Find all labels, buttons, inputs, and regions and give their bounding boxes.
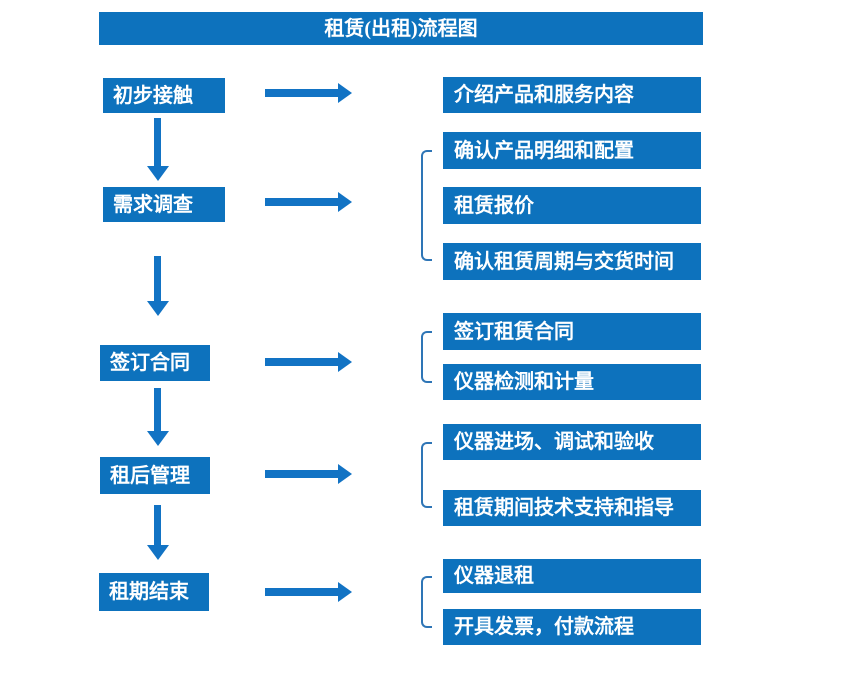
bracket-group-3 bbox=[421, 331, 432, 383]
output-box-2-2: 租赁报价 bbox=[443, 187, 701, 224]
arrow-head-icon bbox=[338, 352, 352, 372]
arrow-shaft bbox=[265, 588, 339, 596]
arrow-head-icon bbox=[338, 464, 352, 484]
arrow-head-icon bbox=[147, 545, 169, 560]
down-arrow-4 bbox=[147, 505, 169, 560]
arrow-head-icon bbox=[338, 582, 352, 602]
step-box-2: 需求调查 bbox=[103, 187, 225, 222]
arrow-shaft bbox=[154, 505, 161, 546]
step-box-3: 签订合同 bbox=[100, 345, 210, 381]
arrow-head-icon bbox=[147, 166, 169, 181]
down-arrow-1 bbox=[147, 118, 169, 181]
output-box-2-3: 确认租赁周期与交货时间 bbox=[443, 243, 701, 280]
right-arrow-2 bbox=[265, 192, 352, 212]
step-box-5: 租期结束 bbox=[99, 573, 209, 611]
step-box-1: 初步接触 bbox=[103, 78, 225, 113]
output-box-3-1: 签订租赁合同 bbox=[443, 313, 701, 350]
right-arrow-3 bbox=[265, 352, 352, 372]
bracket-group-5 bbox=[421, 576, 432, 628]
output-box-2-1: 确认产品明细和配置 bbox=[443, 132, 701, 169]
down-arrow-3 bbox=[147, 388, 169, 446]
arrow-shaft bbox=[265, 198, 339, 206]
arrow-head-icon bbox=[338, 192, 352, 212]
bracket-group-4 bbox=[421, 442, 432, 508]
arrow-head-icon bbox=[147, 431, 169, 446]
step-box-4: 租后管理 bbox=[100, 457, 210, 494]
arrow-head-icon bbox=[147, 301, 169, 316]
down-arrow-2 bbox=[147, 256, 169, 316]
arrow-head-icon bbox=[338, 83, 352, 103]
output-box-4-2: 租赁期间技术支持和指导 bbox=[443, 490, 701, 526]
arrow-shaft bbox=[154, 256, 161, 302]
output-box-5-2: 开具发票，付款流程 bbox=[443, 609, 701, 645]
arrow-shaft bbox=[265, 358, 339, 366]
arrow-shaft bbox=[265, 89, 339, 97]
arrow-shaft bbox=[265, 470, 339, 478]
output-box-4-1: 仪器进场、调试和验收 bbox=[443, 424, 701, 460]
arrow-shaft bbox=[154, 118, 161, 167]
arrow-shaft bbox=[154, 388, 161, 432]
right-arrow-4 bbox=[265, 464, 352, 484]
right-arrow-1 bbox=[265, 83, 352, 103]
output-box-1-1: 介绍产品和服务内容 bbox=[443, 77, 701, 113]
right-arrow-5 bbox=[265, 582, 352, 602]
output-box-5-1: 仪器退租 bbox=[443, 559, 701, 593]
bracket-group-2 bbox=[421, 150, 432, 261]
output-box-3-2: 仪器检测和计量 bbox=[443, 364, 701, 400]
diagram-title: 租赁(出租)流程图 bbox=[99, 12, 703, 45]
